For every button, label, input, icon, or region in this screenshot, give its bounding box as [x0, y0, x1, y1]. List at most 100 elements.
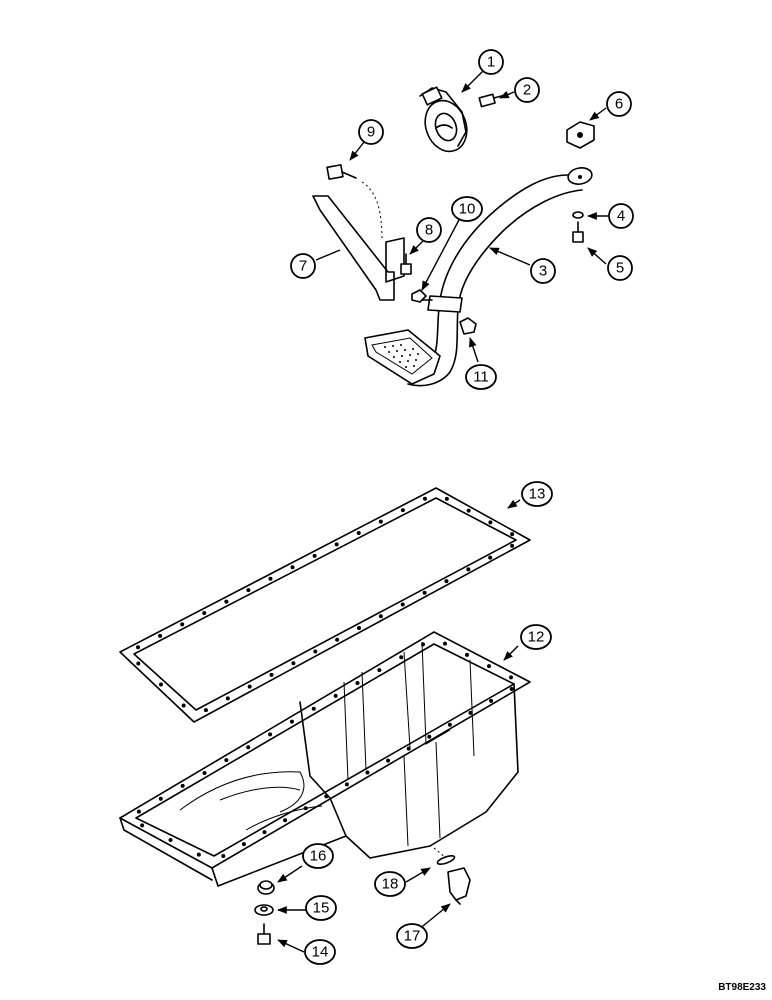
callout-2: 2	[514, 77, 540, 103]
bolt-hole	[221, 854, 226, 859]
bolt-hole	[268, 732, 273, 737]
bolt-hole	[158, 796, 163, 801]
bolt-hole	[510, 532, 515, 537]
bolt-hole	[355, 681, 360, 685]
callout-1: 1	[478, 49, 504, 75]
bolt-hole	[241, 842, 246, 847]
bolt-hole	[224, 599, 229, 604]
callout-7: 7	[290, 253, 316, 279]
svg-text:6: 6	[615, 96, 623, 113]
bolt-hole	[488, 520, 493, 525]
bolt-hole	[313, 649, 318, 654]
bolt-hole	[377, 668, 382, 673]
bolt-hole	[509, 686, 514, 691]
bolt-hole	[290, 565, 295, 570]
bolt-hole	[168, 838, 173, 842]
callout-16: 16	[302, 843, 334, 869]
bolt-hole	[365, 770, 370, 775]
svg-text:18: 18	[382, 876, 399, 893]
bolt-hole	[406, 746, 411, 751]
svg-text:7: 7	[299, 258, 307, 275]
callout-6: 6	[606, 91, 632, 117]
bracket-lower-bolt	[400, 253, 412, 275]
bolt-hole	[510, 543, 515, 548]
bolt-hole	[246, 745, 251, 750]
bolt-hole	[180, 622, 185, 627]
pump-bolt	[478, 93, 506, 108]
svg-text:5: 5	[616, 260, 624, 277]
svg-text:14: 14	[312, 944, 329, 961]
bolt-hole	[140, 823, 145, 828]
svg-text:12: 12	[528, 629, 545, 646]
bolt-hole	[378, 519, 383, 524]
callout-18: 18	[374, 871, 406, 897]
bolt-hole	[311, 706, 316, 711]
bolt-hole	[466, 567, 471, 572]
bolt-hole	[247, 684, 252, 689]
bracket-nut	[411, 289, 427, 303]
bolt-hole	[246, 588, 251, 593]
bolt-hole	[324, 794, 329, 799]
leader-lines	[277, 67, 608, 953]
bolt-hole	[509, 675, 513, 680]
bolt-hole	[344, 782, 349, 787]
bolt-hole	[196, 852, 201, 857]
oil-pump	[419, 86, 468, 153]
callout-13: 13	[521, 481, 553, 507]
callout-14: 14	[304, 939, 336, 965]
bolt-hole	[159, 682, 163, 687]
svg-text:3: 3	[539, 263, 547, 280]
drain-plug	[447, 867, 471, 905]
bolt-hole	[422, 496, 427, 501]
svg-text:11: 11	[473, 369, 489, 386]
callout-5: 5	[607, 255, 633, 281]
bolt-hole	[400, 508, 405, 513]
svg-text:15: 15	[313, 900, 330, 917]
bolt-hole	[468, 710, 473, 715]
bolt-hole	[357, 626, 361, 630]
bolt-hole	[136, 645, 141, 650]
callout-11: 11	[465, 364, 497, 390]
bolt-hole	[283, 818, 288, 823]
mounting-washer	[254, 904, 274, 916]
bolt-hole	[180, 783, 185, 788]
bolt-hole	[224, 758, 229, 763]
svg-text:10: 10	[459, 201, 476, 218]
pan-bolt	[257, 923, 271, 945]
bolt-hole	[136, 809, 141, 814]
svg-text:2: 2	[523, 82, 531, 99]
support-bracket	[312, 195, 405, 301]
callout-4: 4	[608, 203, 634, 229]
bolt-hole	[465, 652, 469, 657]
bolt-hole	[421, 642, 426, 647]
oil-pan	[119, 631, 531, 887]
bolt-hole	[444, 496, 449, 501]
bolt-hole	[136, 661, 141, 666]
bolt-hole	[181, 703, 186, 708]
drain-plug-seal	[433, 847, 456, 865]
bolt-hole	[333, 693, 338, 698]
bolt-hole	[334, 542, 339, 547]
tube-bolt	[572, 221, 584, 243]
svg-text:9: 9	[367, 124, 375, 141]
bracket-bolt	[326, 164, 383, 241]
bolt-hole	[291, 661, 296, 666]
callout-15: 15	[305, 895, 337, 921]
bolt-hole	[312, 553, 317, 558]
svg-text:8: 8	[425, 222, 433, 239]
bolt-hole	[386, 758, 391, 763]
svg-text:17: 17	[404, 928, 421, 945]
bolt-hole	[303, 806, 308, 811]
bolt-hole	[444, 579, 449, 584]
bolt-hole	[400, 602, 405, 607]
callout-9: 9	[358, 119, 384, 145]
washer	[572, 211, 584, 219]
svg-text:1: 1	[487, 54, 495, 71]
figure-reference-code: BT98E233	[718, 982, 766, 993]
bolt-hole	[356, 531, 361, 535]
bolt-hole	[489, 698, 494, 703]
tube-gasket	[566, 121, 595, 149]
bolt-hole	[488, 555, 493, 560]
clamp-nut	[459, 317, 477, 335]
